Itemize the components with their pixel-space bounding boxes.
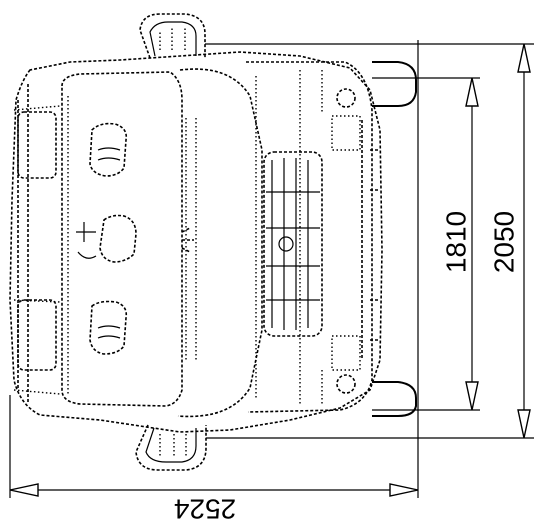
seat-top — [89, 122, 128, 177]
inner-height-dimension: 1810 — [440, 77, 479, 411]
seat-middle — [76, 214, 137, 263]
bottom-mirror — [135, 424, 207, 471]
headlights — [331, 88, 361, 394]
inner-height-dimension-label: 1810 — [440, 211, 471, 273]
width-dimension: 2524 — [9, 483, 419, 522]
seat-bottom — [89, 300, 128, 355]
front-grille — [263, 151, 323, 337]
width-dimension-label: 2524 — [174, 494, 236, 522]
extension-lines — [9, 40, 534, 498]
total-height-dimension-label: 2050 — [488, 211, 519, 273]
truck-cab-outline — [9, 13, 417, 471]
side-steps — [372, 61, 417, 417]
top-mirror — [139, 13, 206, 59]
total-height-dimension: 2050 — [488, 43, 531, 439]
